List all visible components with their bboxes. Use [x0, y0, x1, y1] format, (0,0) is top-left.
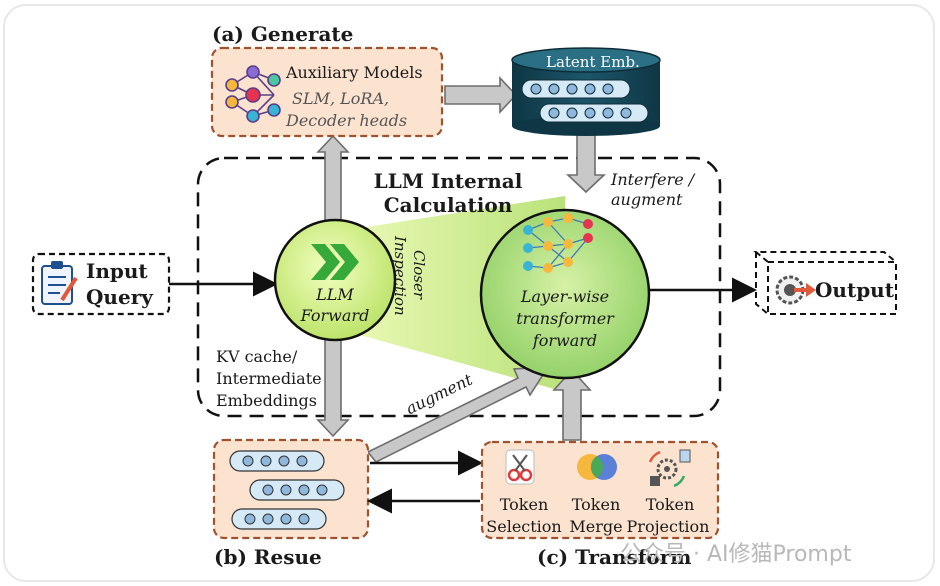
token-projection-line2: Projection	[626, 517, 710, 536]
output-label: Output	[815, 278, 894, 302]
section-transform-label: (c) Transform	[537, 545, 692, 569]
token-projection-line1: Token	[645, 495, 695, 514]
latent-cylinder	[511, 47, 661, 136]
kv-label-line3: Embeddings	[216, 391, 317, 410]
section-reuse-label: (b) Resue	[214, 545, 322, 569]
closer-inspection-label: Closer Inspection	[390, 236, 428, 316]
layerwise-line2: transformer	[516, 309, 614, 328]
aux-models-line1: SLM, LoRA,	[292, 89, 390, 108]
gear-projection-icon	[648, 449, 691, 488]
aux-models-line2: Decoder heads	[286, 111, 408, 130]
token-merge-line1: Token	[571, 495, 621, 514]
layerwise-circle	[479, 208, 651, 380]
interfere-label-line2: augment	[611, 190, 683, 209]
input-label-line1: Input	[86, 259, 148, 283]
token-selection-line1: Token	[499, 495, 549, 514]
layerwise-line3: forward	[532, 331, 598, 350]
closer-line1: Closer	[410, 250, 428, 300]
output-box	[753, 251, 897, 315]
watermark: 公众号 · AI修猫Prompt	[620, 542, 852, 567]
latent-down-arrow	[565, 134, 607, 194]
gear-arrow-icon	[775, 275, 816, 305]
network-nodes	[523, 213, 593, 273]
internal-title-line2: Calculation	[383, 193, 513, 217]
input-label-line2: Query	[86, 285, 153, 309]
token-merge-line2: Merge	[569, 517, 623, 536]
embedding-dots	[242, 455, 328, 525]
neural-net-icon	[225, 65, 281, 123]
kv-label-line1: KV cache/	[216, 347, 298, 366]
internal-title-line1: LLM Internal	[373, 169, 523, 193]
scissors-icon	[505, 449, 535, 485]
latent-emb-label: Latent Emb.	[546, 53, 640, 71]
closer-line2: Inspection	[391, 236, 409, 316]
generate-to-latent-arrow	[444, 75, 518, 115]
llm-forward-line1: LLM	[316, 285, 354, 304]
layerwise-line1: Layer-wise	[520, 287, 610, 306]
llm-forward-line2: Forward	[300, 306, 370, 325]
token-selection-line2: Selection	[486, 517, 562, 536]
venn-icon	[577, 454, 617, 480]
transform-up-arrow	[552, 368, 592, 441]
network-flow-icon	[527, 217, 589, 269]
clipboard-icon	[41, 261, 78, 305]
kv-label-line2: Intermediate	[216, 369, 322, 388]
chevron-forward-icon	[311, 244, 359, 280]
augment-arrow	[366, 366, 550, 464]
interfere-label-line1: Interfere /	[611, 170, 695, 189]
section-generate-label: (a) Generate	[212, 22, 354, 46]
aux-models-title: Auxiliary Models	[286, 63, 423, 82]
